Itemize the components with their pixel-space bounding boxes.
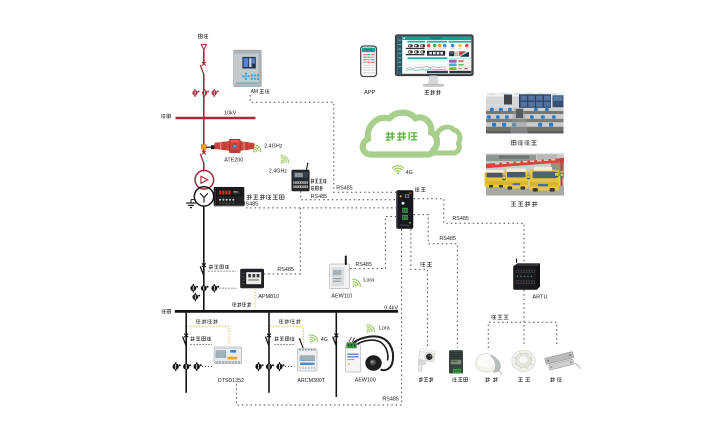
- svg-text:AM: AM: [251, 89, 259, 95]
- svg-text:2.4GHz: 2.4GHz: [264, 144, 283, 150]
- svg-text:Lora: Lora: [379, 325, 390, 331]
- svg-text:RS485: RS485: [336, 185, 352, 191]
- svg-text:RS485: RS485: [311, 194, 327, 200]
- svg-text:RS485: RS485: [382, 397, 398, 403]
- svg-text:0.4kV: 0.4kV: [384, 305, 398, 311]
- svg-text:ARCM300T: ARCM300T: [297, 378, 325, 384]
- svg-text:AEW110: AEW110: [331, 294, 352, 300]
- svg-text:4G: 4G: [406, 170, 413, 176]
- svg-text:4G: 4G: [321, 337, 328, 343]
- svg-text:RS485: RS485: [277, 267, 293, 273]
- svg-text:RS485: RS485: [439, 236, 455, 242]
- svg-text:ATE200: ATE200: [224, 158, 243, 164]
- svg-text:APM810: APM810: [258, 294, 279, 300]
- svg-text:AEW100: AEW100: [355, 377, 376, 383]
- svg-text:RS485: RS485: [242, 201, 258, 207]
- svg-text:10kV: 10kV: [224, 111, 237, 117]
- svg-text:2.4GHz: 2.4GHz: [269, 168, 288, 174]
- svg-text:ARTU: ARTU: [532, 294, 547, 300]
- svg-text:RS485: RS485: [355, 262, 371, 268]
- svg-text:APP: APP: [364, 90, 375, 96]
- svg-text:RS485: RS485: [452, 216, 468, 222]
- svg-text:DTSD1352: DTSD1352: [218, 378, 244, 384]
- svg-text:Lora: Lora: [363, 278, 374, 284]
